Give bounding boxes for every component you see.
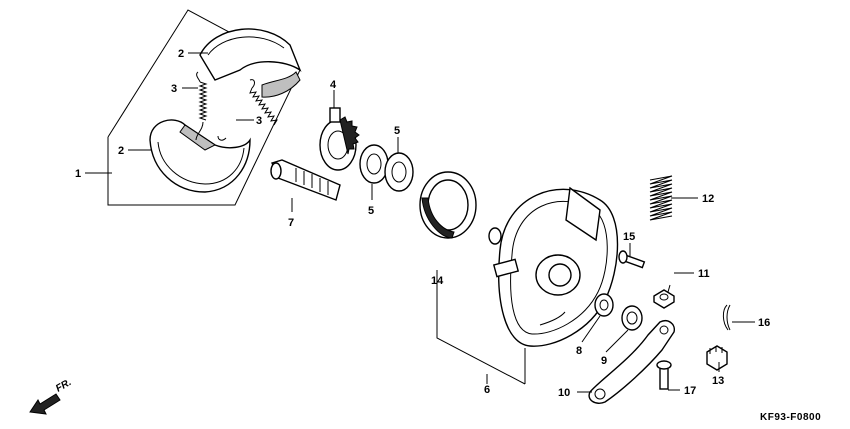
callout-5b: 5	[368, 205, 374, 217]
callout-12: 12	[702, 193, 714, 205]
diagram-code: KF93-F0800	[760, 412, 821, 423]
nut-11	[653, 289, 675, 309]
cotter-pin	[722, 304, 731, 331]
callout-15: 15	[623, 231, 635, 243]
brake-spring-right	[217, 79, 278, 141]
callout-14: 14	[431, 275, 444, 287]
callout-labels: 1 2 2 3 3 4 5 5 6 7 8 9 10 11 12 13 14 1…	[75, 48, 770, 399]
brake-panel	[488, 186, 619, 347]
callout-10: 10	[558, 387, 570, 399]
brake-shoe-upper	[199, 28, 302, 98]
oil-seal	[419, 171, 477, 239]
bolt-15	[618, 250, 646, 269]
callout-5a: 5	[394, 125, 400, 137]
direction-label: FR.	[54, 377, 73, 395]
callout-1: 1	[75, 168, 81, 180]
callout-16: 16	[758, 317, 770, 329]
bolt-17	[656, 360, 672, 390]
callout-9: 9	[601, 355, 607, 367]
front-direction-arrow: FR.	[29, 377, 73, 415]
brake-shoe-assembly-frame	[107, 9, 301, 206]
callout-3b: 3	[256, 115, 262, 127]
callout-8: 8	[576, 345, 582, 357]
callout-11: 11	[698, 268, 710, 280]
callout-7: 7	[288, 217, 294, 229]
brake-spring-left	[195, 71, 208, 141]
brake-shoe-lower	[149, 119, 251, 193]
callout-2b: 2	[118, 145, 124, 157]
brake-arm	[588, 320, 675, 404]
brake-cam-gear	[319, 107, 360, 171]
washer-a	[359, 144, 389, 184]
seal-9	[621, 305, 643, 331]
callout-3a: 3	[171, 83, 177, 95]
brake-cam-shaft	[270, 159, 341, 201]
callout-2a: 2	[178, 48, 184, 60]
castle-nut	[706, 345, 728, 371]
callout-17: 17	[684, 385, 696, 397]
callout-4: 4	[330, 79, 337, 91]
leader-lines	[85, 52, 755, 393]
panel-spring	[649, 175, 673, 221]
callout-13: 13	[712, 375, 724, 387]
washer-b	[384, 152, 414, 192]
callout-6: 6	[484, 384, 490, 396]
washer-8	[594, 293, 614, 317]
